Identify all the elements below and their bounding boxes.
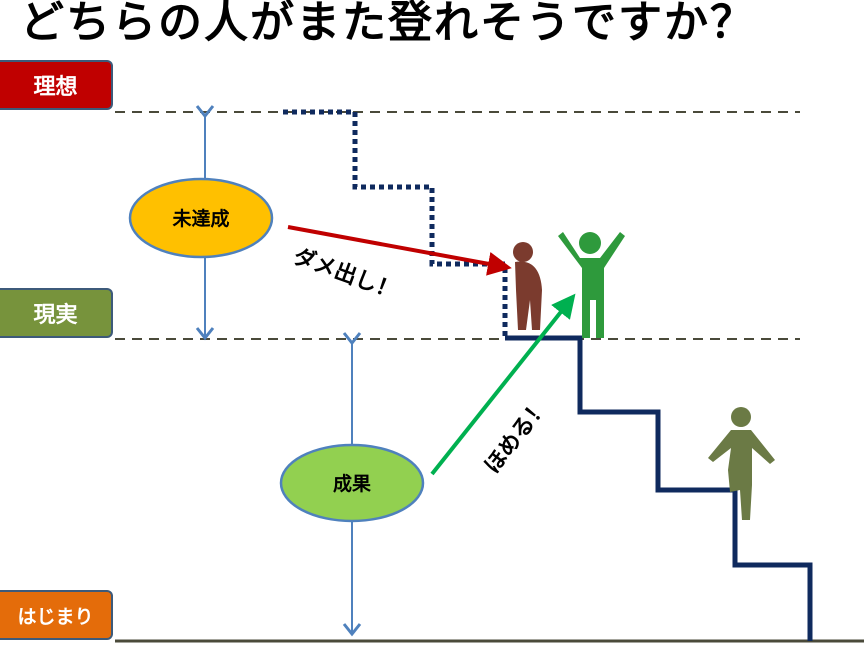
climbing-person-icon bbox=[708, 407, 775, 520]
unachieved-label: 未達成 bbox=[171, 207, 229, 230]
dotted-stairs bbox=[283, 109, 508, 338]
criticize-arrow bbox=[287, 225, 512, 276]
slide-title: どちらの人がまた登れそうですか？ bbox=[20, 0, 756, 48]
label-start: はじまり bbox=[0, 590, 113, 640]
solid-stairs bbox=[505, 335, 813, 641]
label-ideal: 理想 bbox=[0, 60, 113, 110]
results-label: 成果 bbox=[333, 472, 371, 495]
praise-arrow bbox=[430, 293, 576, 476]
cheering-person-icon bbox=[558, 232, 625, 338]
discouraged-person-icon bbox=[513, 242, 542, 330]
label-reality: 現実 bbox=[0, 288, 113, 338]
unachieved-ellipse bbox=[128, 177, 274, 259]
praise-text: ほめる！ bbox=[480, 394, 554, 479]
results-ellipse bbox=[279, 443, 425, 523]
criticize-text: ダメ出し！ bbox=[290, 243, 402, 305]
